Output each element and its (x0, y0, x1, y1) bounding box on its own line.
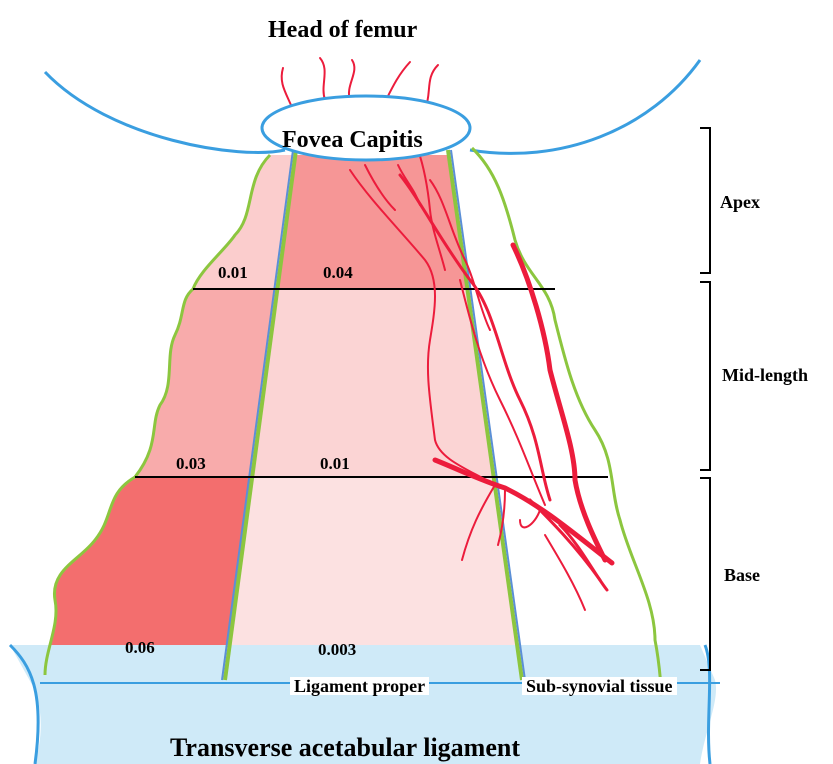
fovea-capitis-label: Fovea Capitis (282, 128, 423, 152)
zone-mid-ligament-proper (252, 289, 495, 477)
mid-ligament-proper-value: 0.01 (320, 455, 350, 472)
transverse-acetabular-ligament-label: Transverse acetabular ligament (170, 735, 520, 761)
ligament-proper-label: Ligament proper (290, 677, 429, 695)
mid-sub-synovial-value: 0.03 (176, 455, 206, 472)
mid-length-bracket (700, 282, 710, 470)
apex-sub-synovial-value: 0.01 (218, 264, 248, 281)
base-ligament-proper-value: 0.003 (318, 641, 356, 658)
head-of-femur-label: Head of femur (268, 18, 417, 42)
apex-label: Apex (720, 193, 760, 211)
sub-synovial-tissue-label: Sub-synovial tissue (522, 677, 677, 695)
apex-bracket (700, 128, 710, 273)
base-label: Base (724, 566, 760, 584)
mid-length-label: Mid-length (722, 366, 808, 384)
base-bracket (700, 478, 710, 670)
base-sub-synovial-value: 0.06 (125, 639, 155, 656)
zone-apex-ligament-proper (276, 155, 467, 289)
apex-ligament-proper-value: 0.04 (323, 264, 353, 281)
